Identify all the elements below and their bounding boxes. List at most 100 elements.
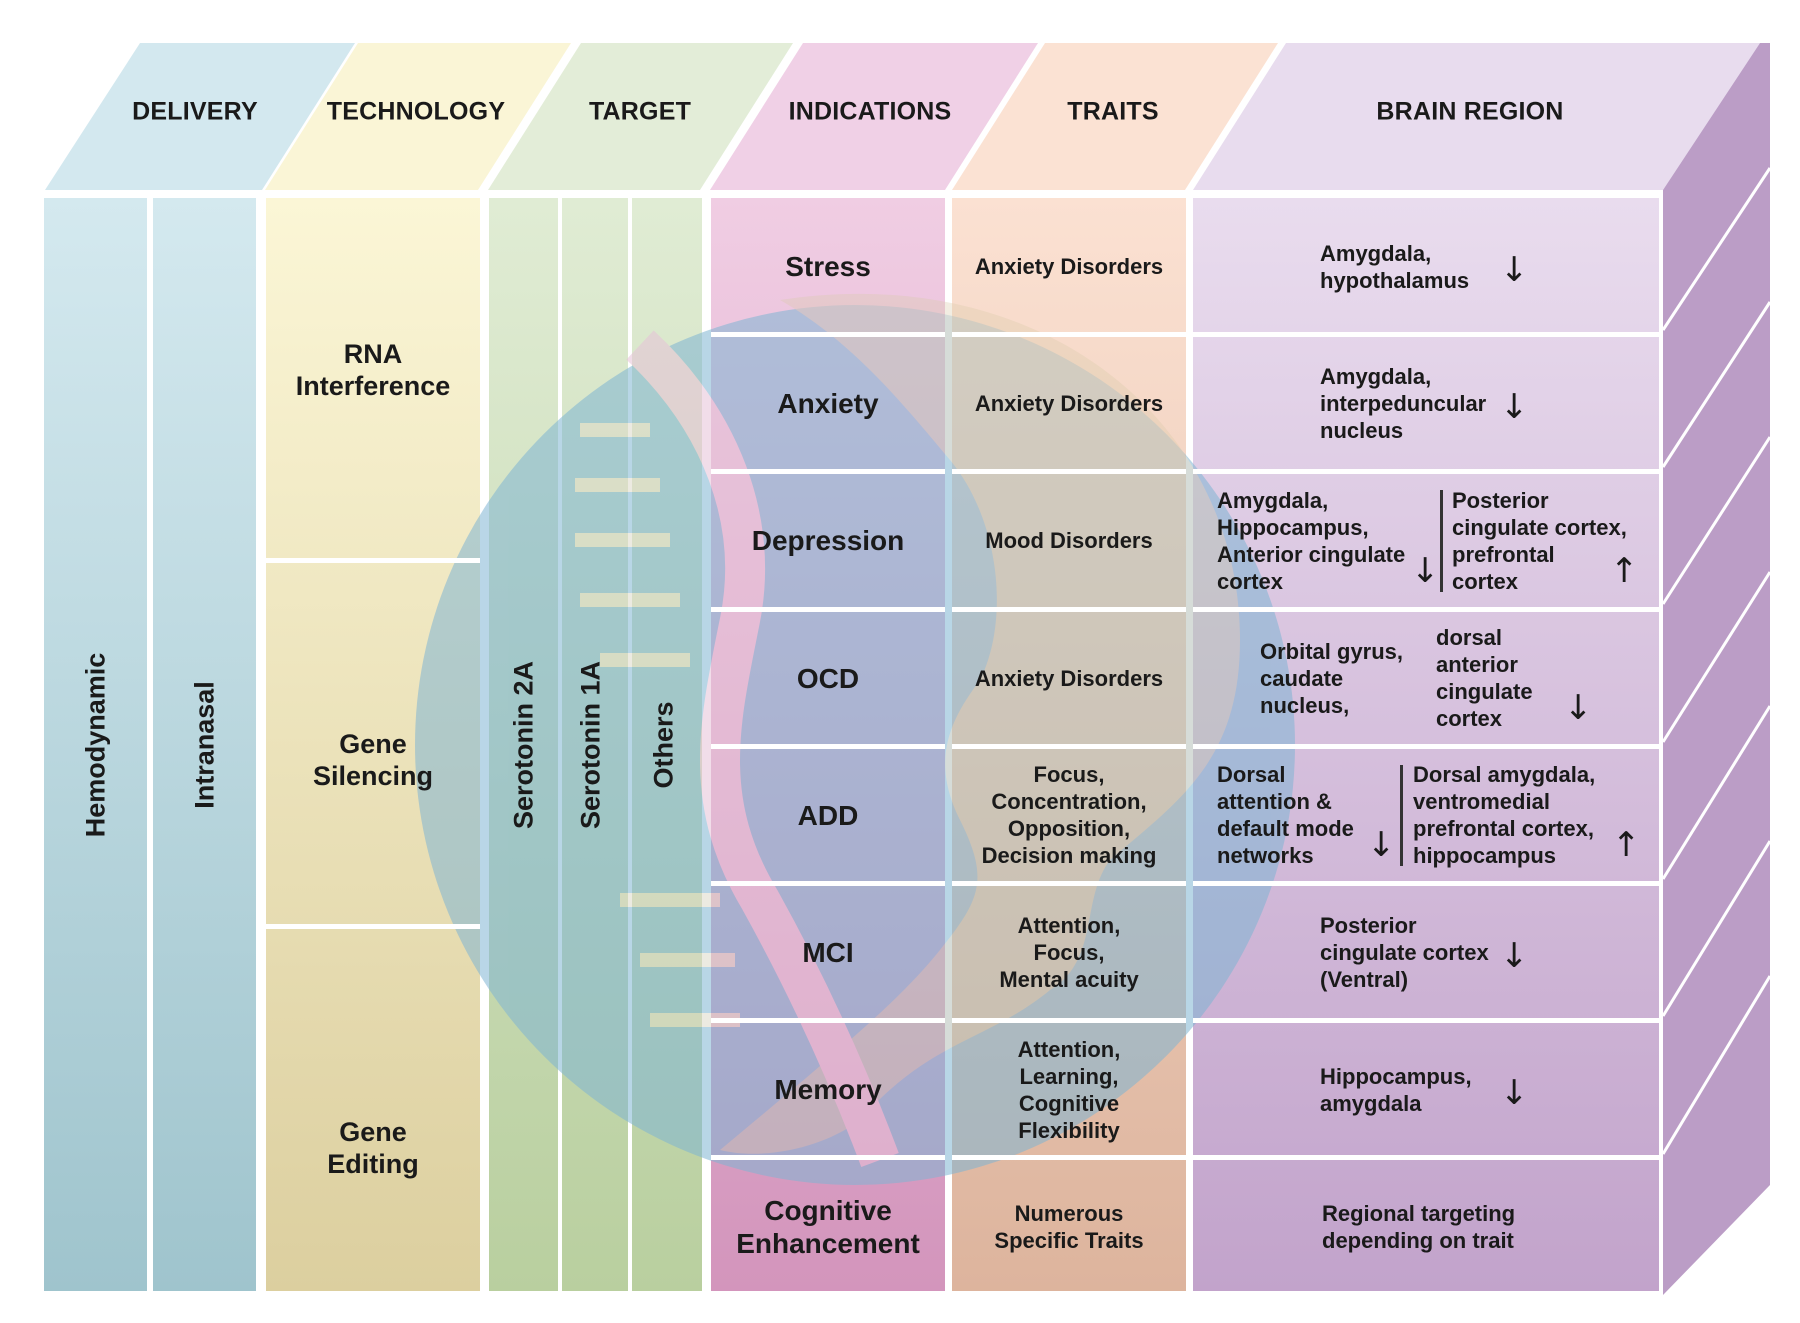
up-arrow-icon: ↑ (1612, 825, 1641, 865)
row-divider (952, 469, 1186, 475)
trait-line: Mental acuity (999, 967, 1139, 993)
trait-line: Attention, (1017, 1036, 1121, 1062)
brain-region-line: networks (1217, 843, 1314, 869)
row-divider (711, 1018, 945, 1024)
header-delivery: DELIVERY (132, 97, 258, 126)
brain-region-line: Dorsal (1217, 762, 1286, 788)
trait-line: Learning, (1019, 1063, 1119, 1089)
trait-cell: Focus,Concentration,Opposition,Decision … (952, 747, 1186, 884)
row-divider (711, 881, 945, 886)
brain-region-text: Hippocampus,amygdala (1320, 1063, 1472, 1117)
indication-cell: OCD (711, 610, 945, 747)
brain-region-line: Dorsal amygdala, (1413, 762, 1596, 788)
brain-region-line: interpeduncular (1320, 391, 1487, 417)
row-divider (711, 606, 945, 612)
hemodynamic-column (44, 198, 147, 1291)
brain-region-line: anterior (1436, 652, 1518, 678)
header-brain-region: BRAIN REGION (1376, 97, 1564, 126)
brain-region-line: Posterior (1320, 913, 1417, 939)
brain-region-line: Amygdala, (1217, 488, 1329, 513)
technology-gene-silencing: Gene Silencing (266, 710, 480, 810)
side-face-lines (1661, 167, 1772, 1155)
trait-line: Attention, (1017, 913, 1121, 939)
brain-region-line: prefrontal cortex, (1413, 816, 1594, 842)
technology-rna-line1: RNA (343, 339, 403, 369)
brain-region-line: Hippocampus, (1320, 1063, 1472, 1089)
row-divider (952, 332, 1186, 338)
trait-cell: Mood Disorders (952, 472, 1186, 609)
delivery-intranasal: Intranasal (189, 681, 220, 809)
traits-header-face (952, 43, 1278, 190)
down-arrow-icon: ↓ (1500, 935, 1529, 976)
down-arrow-icon: ↓ (1564, 687, 1593, 728)
indication-line: OCD (796, 662, 860, 694)
brain-region-line: Amygdala, (1320, 240, 1432, 266)
header-technology: TECHNOLOGY (326, 97, 506, 126)
technology-rna-interference: RNA Interference (266, 320, 480, 420)
trait-line: Focus, (1033, 940, 1105, 966)
trait-line: Opposition, (1007, 816, 1131, 842)
row-divider (711, 332, 945, 338)
trait-line: Mood Disorders (985, 528, 1153, 554)
indication-line: Cognitive (764, 1194, 892, 1226)
row-divider (1193, 332, 1659, 338)
indication-cell: MCI (711, 884, 945, 1021)
brain-region-line: hypothalamus (1320, 267, 1470, 293)
brain-region-line: Amygdala, (1320, 364, 1432, 390)
row-divider (1193, 1018, 1659, 1024)
row-divider (952, 881, 1186, 886)
indications-header-face (710, 43, 1038, 190)
trait-line: Anxiety Disorders (974, 391, 1164, 417)
brain-region-line: nucleus, (1260, 692, 1350, 718)
brain-region-line: attention & (1217, 789, 1332, 815)
trait-cell: Anxiety Disorders (952, 335, 1186, 472)
trait-cell: Attention,Focus,Mental acuity (952, 884, 1186, 1021)
row-divider (952, 1018, 1186, 1024)
side-face (1663, 43, 1770, 1295)
indication-line: Depression (751, 525, 905, 557)
brain-region-line: cingulate cortex, (1452, 515, 1627, 540)
brain-region-line: default mode (1217, 816, 1354, 842)
header-indications: INDICATIONS (788, 97, 952, 126)
indication-line: Anxiety (777, 388, 879, 420)
brain-region-line: depending on trait (1322, 1228, 1514, 1253)
indication-line: MCI (802, 937, 854, 969)
indication-line: Enhancement (736, 1227, 920, 1259)
technology-editing-line2: Editing (327, 1149, 419, 1179)
brain-region-line: caudate (1260, 665, 1344, 691)
technology-silencing-line2: Silencing (312, 761, 434, 791)
indication-line: ADD (797, 799, 859, 831)
row-divider (952, 743, 1186, 749)
trait-line: Anxiety Disorders (974, 254, 1164, 280)
brain-region-separator (1440, 490, 1443, 592)
indication-cell: Depression (711, 472, 945, 609)
intranasal-column (153, 198, 256, 1291)
brain-region-line: Regional targeting (1322, 1201, 1516, 1226)
target-serotonin-2a: Serotonin 2A (508, 660, 539, 830)
down-arrow-icon: ↓ (1367, 825, 1396, 865)
trait-line: Numerous (1014, 1200, 1124, 1226)
brain-region-line: Orbital gyrus, (1260, 638, 1404, 664)
technology-silencing-line1: Gene (339, 729, 407, 759)
trait-line: Concentration, (991, 789, 1147, 815)
brain-region-line: cortex (1436, 706, 1503, 732)
brain-region-line: cortex (1452, 569, 1519, 594)
trait-line: Focus, (1033, 762, 1105, 788)
brain-region-line: cingulate cortex (1320, 940, 1489, 966)
row-divider (952, 1155, 1186, 1161)
indication-cell: ADD (711, 747, 945, 884)
row-divider (1193, 1155, 1659, 1161)
down-arrow-icon: ↓ (1411, 550, 1440, 591)
brain-region-line: prefrontal (1452, 542, 1555, 567)
trait-line: Decision making (981, 843, 1157, 869)
